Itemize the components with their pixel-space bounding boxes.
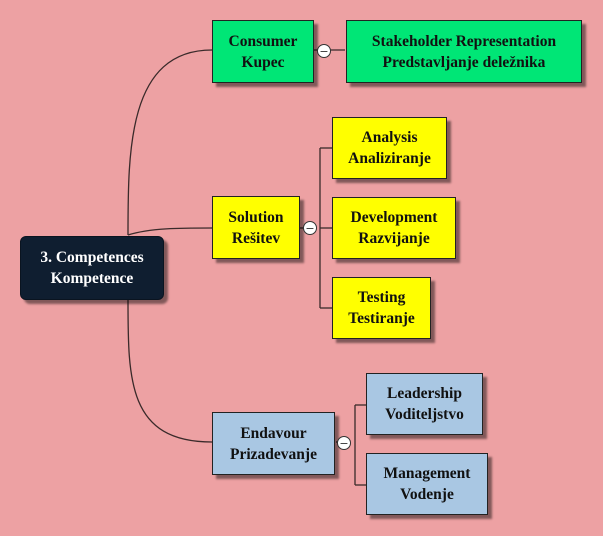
leaf-stakeholder-representation[interactable]: Stakeholder Representation Predstavljanj… <box>346 20 582 83</box>
leaf-label-en: Management <box>383 465 471 482</box>
collapse-toggle-endavour[interactable]: − <box>337 436 351 450</box>
branch-solution-label-sl: Rešitev <box>231 229 281 247</box>
leaf-label-sl: Predstavljanje deležnika <box>382 53 546 71</box>
branch-consumer[interactable]: Consumer Kupec <box>212 20 314 83</box>
leaf-label-en: Stakeholder Representation <box>371 32 557 50</box>
leaf-development[interactable]: Development Razvijanje <box>332 197 456 259</box>
branch-solution-label-en: Solution <box>228 208 284 226</box>
root-subtitle: Kompetence <box>50 270 134 287</box>
root-title: 3. Competences <box>40 249 144 266</box>
leaf-management[interactable]: Management Vodenje <box>366 453 488 515</box>
leaf-label-sl: Razvijanje <box>358 230 430 247</box>
branch-endavour[interactable]: Endavour Prizadevanje <box>212 412 335 475</box>
collapse-toggle-solution[interactable]: − <box>303 221 317 235</box>
collapse-toggle-consumer[interactable]: − <box>317 44 331 58</box>
leaf-testing[interactable]: Testing Testiranje <box>332 277 431 339</box>
leaf-label-en: Testing <box>357 289 406 306</box>
leaf-label-sl: Vodenje <box>400 486 454 503</box>
leaf-leadership[interactable]: Leadership Voditeljstvo <box>366 373 483 435</box>
leaf-label-sl: Voditeljstvo <box>385 406 464 423</box>
branch-endavour-label-sl: Prizadevanje <box>230 445 317 463</box>
leaf-label-sl: Analiziranje <box>348 150 431 167</box>
branch-consumer-label-en: Consumer <box>228 32 298 50</box>
leaf-label-en: Development <box>350 209 438 226</box>
leaf-label-en: Analysis <box>361 129 418 146</box>
leaf-label-en: Leadership <box>387 385 462 402</box>
leaf-analysis[interactable]: Analysis Analiziranje <box>332 117 447 179</box>
branch-endavour-label-en: Endavour <box>240 424 307 442</box>
root-node[interactable]: 3. Competences Kompetence <box>20 236 164 300</box>
leaf-label-sl: Testiranje <box>348 310 415 327</box>
branch-consumer-label-sl: Kupec <box>241 53 285 71</box>
branch-solution[interactable]: Solution Rešitev <box>212 196 300 259</box>
